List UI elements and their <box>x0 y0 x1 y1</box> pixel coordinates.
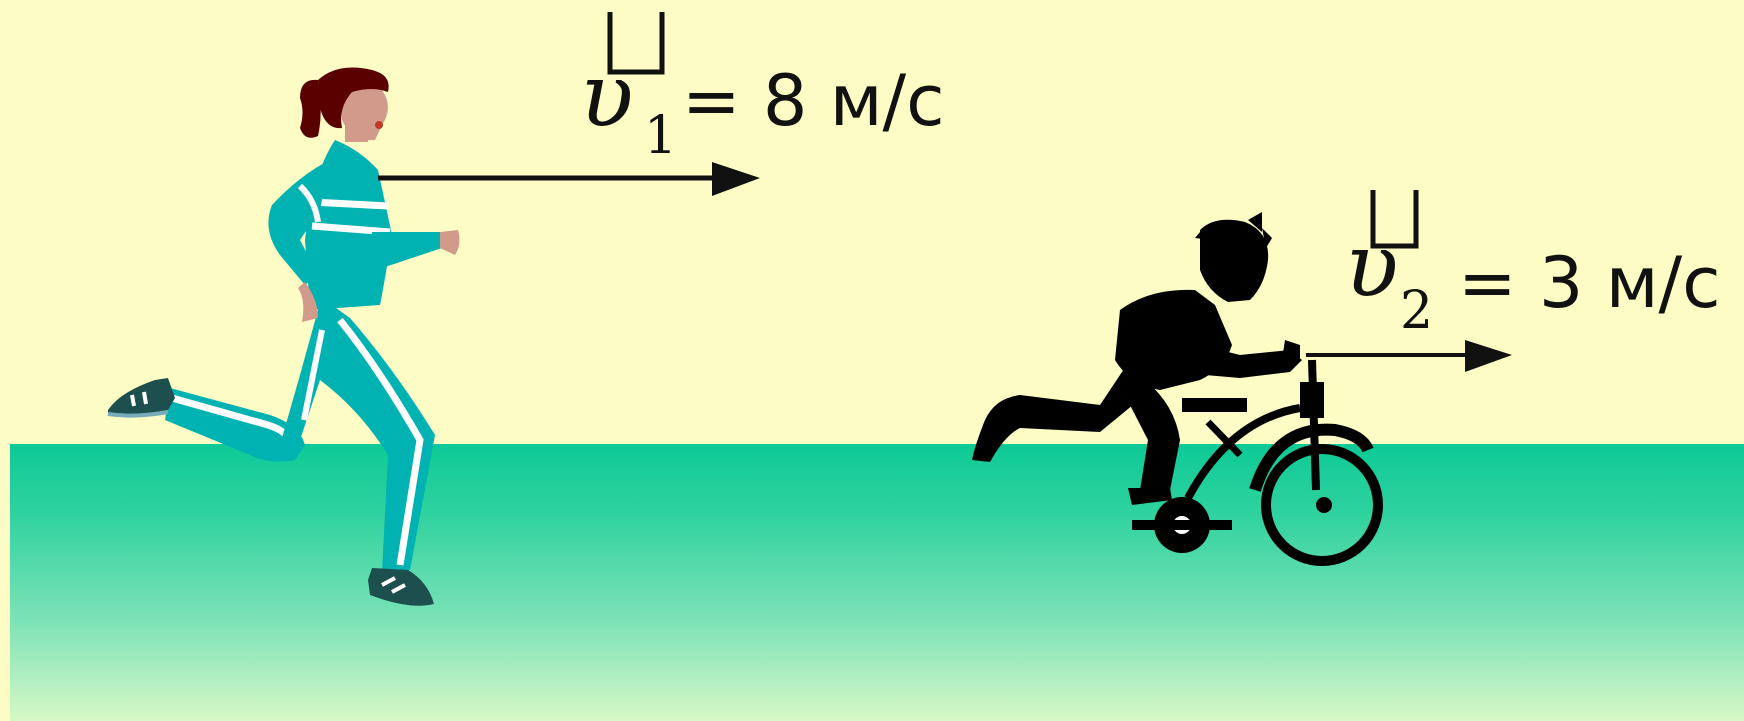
velocity-symbol-1: υ <box>580 44 634 147</box>
velocity-arrow-2 <box>1306 340 1512 372</box>
boy-on-bicycle-silhouette-icon <box>972 212 1302 505</box>
vector-bracket-2 <box>1370 190 1419 249</box>
velocity-value-1: = 8 м/с <box>682 60 945 142</box>
vector-bracket-1 <box>607 12 665 75</box>
velocity-value-2: = 3 м/с <box>1458 242 1721 324</box>
velocity-subscript-1: 1 <box>644 106 678 166</box>
bicycle-icon <box>1132 359 1383 566</box>
velocity-arrow-1 <box>378 162 760 196</box>
velocity-subscript-2: 2 <box>1400 281 1434 341</box>
ground <box>10 444 1744 721</box>
velocity-symbol-2: υ <box>1345 214 1399 317</box>
running-woman-icon <box>107 67 460 606</box>
